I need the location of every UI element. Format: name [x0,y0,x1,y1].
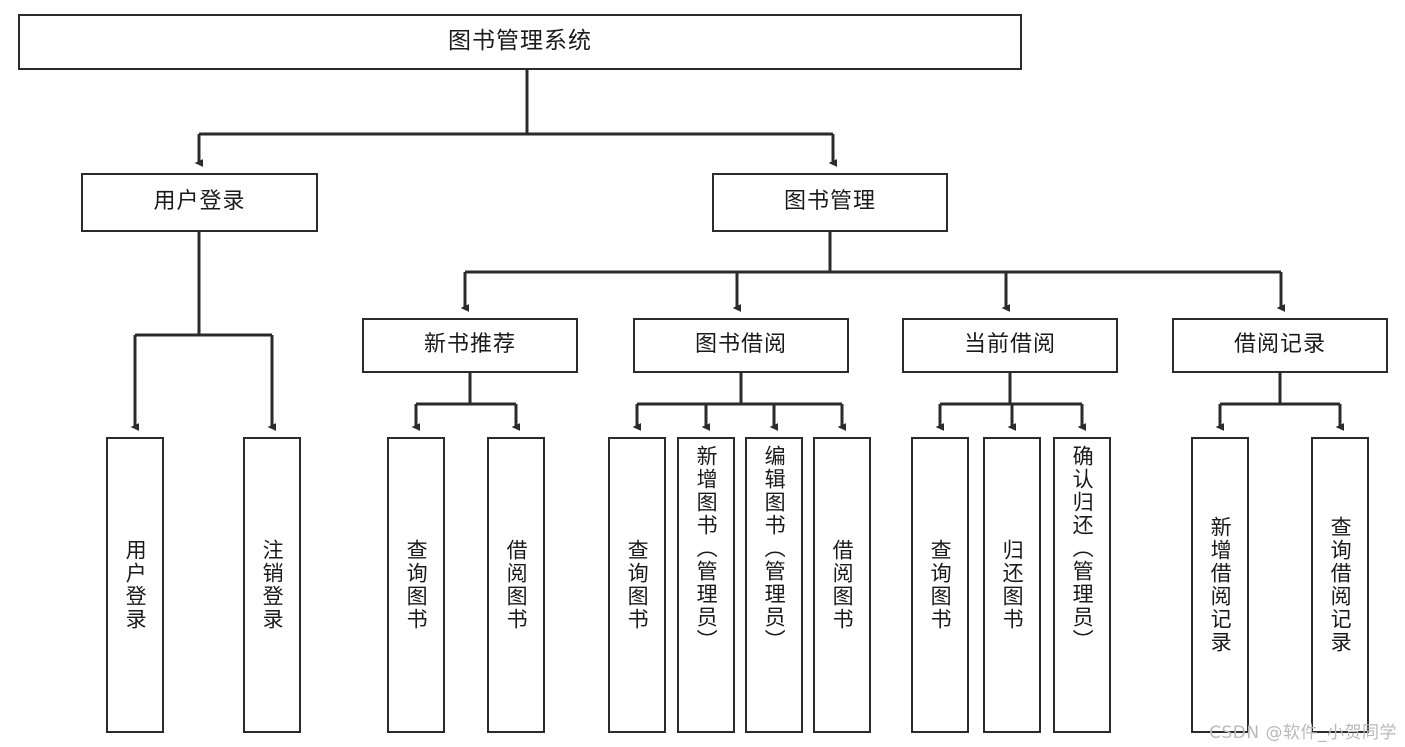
node-leaf-return-book[interactable]: 归还图书 [983,437,1041,733]
node-leaf-user-login-label: 用户登录 [123,539,148,631]
node-current-borrow[interactable]: 当前借阅 [902,318,1118,373]
node-leaf-borrow-book-rec-label: 借阅图书 [504,539,529,631]
node-borrow-record[interactable]: 借阅记录 [1172,318,1388,373]
node-leaf-query-book-b-label: 查询图书 [625,539,650,631]
node-leaf-add-borrow-record-label: 新增借阅记录 [1208,516,1233,654]
node-leaf-query-book-c[interactable]: 查询图书 [911,437,969,733]
watermark-label: CSDN @软件_小贺同学 [1209,723,1397,743]
node-book-manage[interactable]: 图书管理 [712,173,948,232]
node-leaf-confirm-return-admin[interactable]: 确认归还（管理员） [1053,437,1111,733]
node-leaf-logout-label: 注销登录 [260,539,285,631]
node-leaf-edit-book-admin[interactable]: 编辑图书（管理员） [745,437,803,733]
node-leaf-confirm-return-admin-label: 确认归还（管理员） [1070,445,1095,652]
node-leaf-edit-book-admin-label: 编辑图书（管理员） [762,445,787,652]
node-leaf-query-book-c-label: 查询图书 [928,539,953,631]
node-user-login-label: 用户登录 [153,189,246,215]
node-book-borrow[interactable]: 图书借阅 [633,318,849,373]
node-book-borrow-label: 图书借阅 [694,332,787,358]
node-leaf-borrow-book-rec[interactable]: 借阅图书 [487,437,545,733]
node-leaf-logout[interactable]: 注销登录 [243,437,301,733]
node-new-book-rec[interactable]: 新书推荐 [362,318,578,373]
node-leaf-add-borrow-record[interactable]: 新增借阅记录 [1191,437,1249,733]
node-leaf-return-book-label: 归还图书 [1000,539,1025,631]
node-leaf-query-book-rec-label: 查询图书 [404,539,429,631]
node-leaf-query-borrow-record[interactable]: 查询借阅记录 [1311,437,1369,733]
node-user-login[interactable]: 用户登录 [81,173,318,232]
node-leaf-borrow-book-b-label: 借阅图书 [830,539,855,631]
node-borrow-record-label: 借阅记录 [1233,332,1326,358]
node-leaf-add-book-admin[interactable]: 新增图书（管理员） [677,437,735,733]
node-leaf-query-book-b[interactable]: 查询图书 [608,437,666,733]
node-leaf-add-book-admin-label: 新增图书（管理员） [694,445,719,652]
node-new-book-rec-label: 新书推荐 [423,332,516,358]
node-root[interactable]: 图书管理系统 [18,14,1022,70]
node-leaf-user-login[interactable]: 用户登录 [106,437,164,733]
node-leaf-query-borrow-record-label: 查询借阅记录 [1328,516,1353,654]
node-current-borrow-label: 当前借阅 [963,332,1056,358]
node-book-manage-label: 图书管理 [783,189,876,215]
node-leaf-query-book-rec[interactable]: 查询图书 [387,437,445,733]
node-root-label: 图书管理系统 [448,28,592,55]
node-leaf-borrow-book-b[interactable]: 借阅图书 [813,437,871,733]
